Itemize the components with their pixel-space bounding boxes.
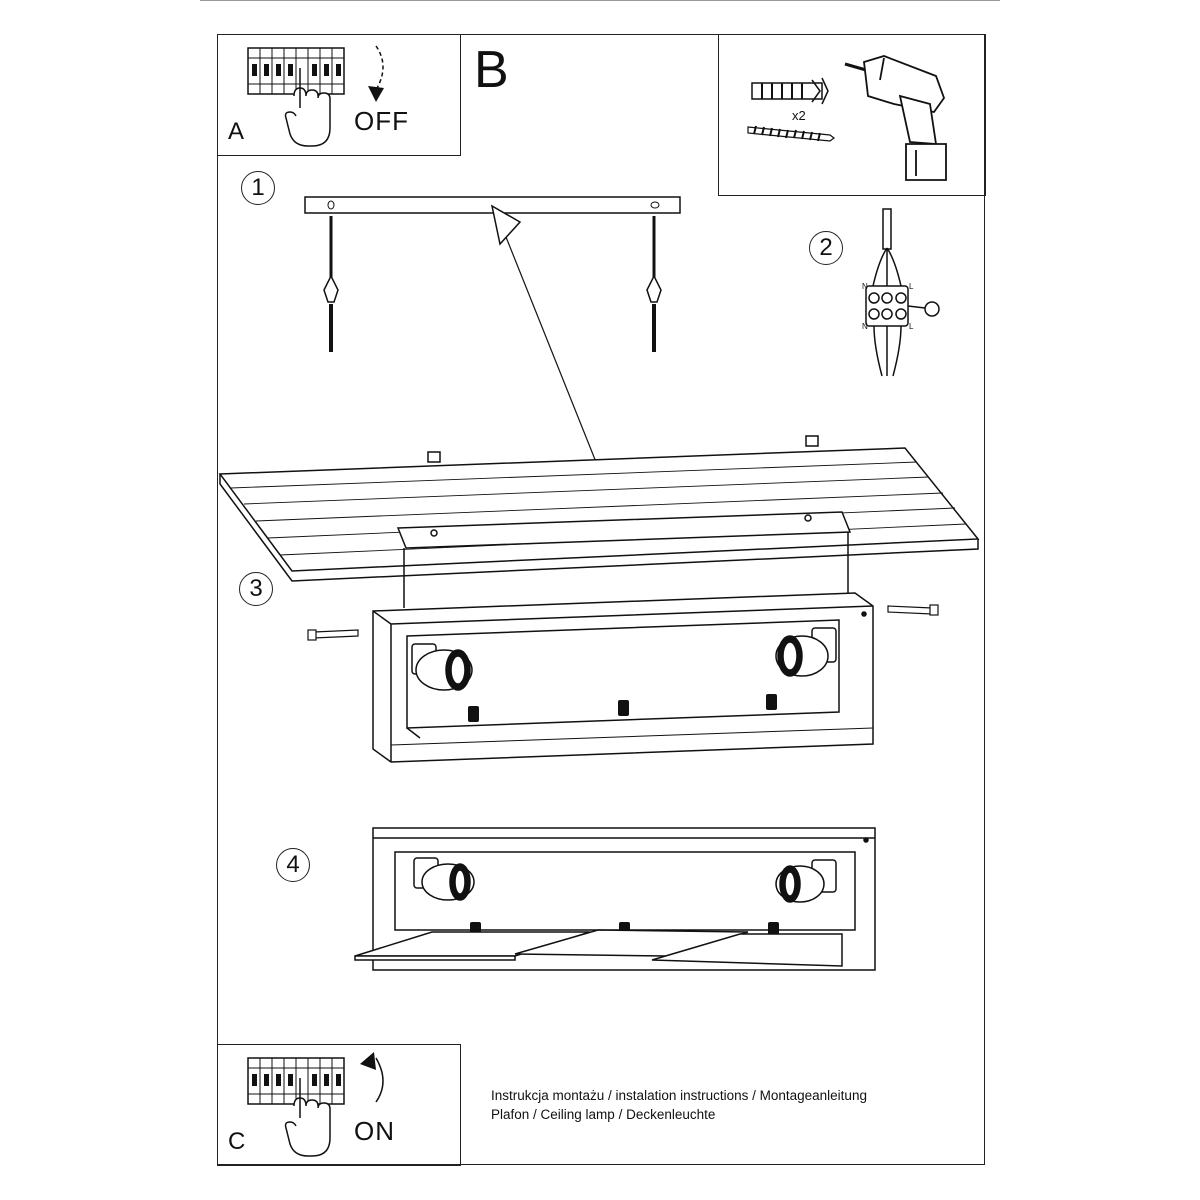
lamp-sockets-step3: [468, 694, 777, 722]
quantity-label: x2: [792, 108, 806, 123]
wire-n-top: N: [862, 282, 868, 291]
step-3-marker: 3: [239, 572, 273, 606]
switch-off-label: OFF: [354, 106, 409, 136]
arrow-down-icon: [375, 45, 384, 91]
ceiling-surface: [218, 435, 980, 582]
step-4-marker: 4: [276, 848, 310, 882]
spotlight-right: [775, 627, 837, 677]
tools-box: [718, 34, 986, 196]
wall-plug-icon: [751, 77, 829, 105]
top-rule: [200, 0, 1000, 1]
panel-a-box: [217, 34, 461, 156]
caption-line-2: Plafon / Ceiling lamp / Deckenleuchte: [491, 1107, 716, 1122]
panel-a-letter: A: [228, 118, 245, 145]
spotlight-right-step4: [775, 859, 837, 903]
wiring-connector: [865, 208, 940, 377]
wire-l-top: L: [909, 282, 914, 291]
instruction-frame: [217, 34, 985, 1165]
wire-n-bottom: N: [862, 322, 868, 331]
step-1-marker: 1: [241, 171, 275, 205]
step-2-marker: 2: [809, 231, 843, 265]
bracket-screw-right: [646, 216, 662, 352]
bracket-screw-left: [323, 216, 339, 352]
side-screw-right: [887, 604, 939, 616]
switch-on-label: ON: [354, 1116, 395, 1146]
screw-icon: [747, 125, 835, 142]
drill-icon: [844, 55, 947, 181]
panel-c-box: [217, 1044, 461, 1166]
mounted-bracket: [396, 511, 852, 608]
panel-c-letter: C: [228, 1128, 246, 1155]
mounting-bracket: [304, 196, 681, 214]
lamp-body-open: [372, 592, 874, 763]
spotlight-left: [411, 643, 473, 691]
caption-line-1: Instrukcja montażu / instalation instruc…: [491, 1088, 867, 1103]
diffuser-panels: [354, 929, 843, 967]
wire-l-bottom: L: [909, 322, 914, 331]
spotlight-left-step4: [413, 857, 475, 901]
panel-b-letter: B: [474, 41, 509, 99]
side-screw-left: [307, 629, 359, 641]
